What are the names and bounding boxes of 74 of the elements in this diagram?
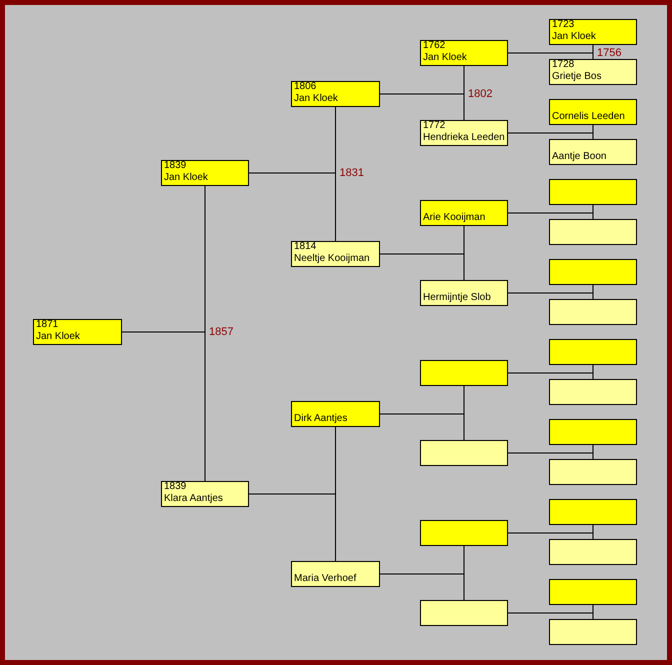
person-box (549, 499, 637, 525)
person-box (549, 459, 637, 485)
person-box (549, 59, 637, 85)
person-name: Grietje Bos (552, 71, 602, 83)
person-year: 1814 (294, 242, 318, 253)
connector-line (380, 414, 464, 440)
connector-line (248, 172, 336, 242)
person-year: 1772 (423, 121, 446, 132)
person-box (420, 40, 508, 66)
person-box (549, 619, 637, 645)
person-box (549, 259, 637, 285)
person-year: 1762 (423, 41, 446, 52)
person-box (291, 401, 380, 427)
person-box (291, 561, 380, 587)
person-box (549, 19, 637, 45)
person-box (549, 339, 637, 365)
person-year: 1839 (164, 482, 188, 493)
person-name: Jan Kloek (36, 331, 81, 343)
person-box (420, 600, 508, 626)
connector-line (508, 532, 594, 540)
connector-line (508, 292, 594, 300)
person-year: 1806 (294, 82, 318, 93)
person-box (549, 139, 637, 165)
connector-line (248, 494, 336, 562)
person-name: Arie Kooijman (423, 212, 486, 224)
person-box (549, 579, 637, 605)
person-box (161, 481, 249, 507)
person-name: Jan Kloek (294, 93, 339, 105)
person-box (420, 120, 508, 146)
person-box (420, 360, 508, 386)
person-name: Aantje Boon (552, 151, 608, 163)
connector-line (508, 612, 594, 620)
connector-line (508, 132, 594, 140)
edge-label: 1756 (596, 47, 622, 59)
edge-label: 1802 (467, 88, 494, 100)
person-box (420, 440, 508, 466)
person-box (549, 419, 637, 445)
person-name: Klara Aantjes (164, 493, 224, 505)
person-box (161, 160, 249, 186)
person-box (549, 539, 637, 565)
person-name: Jan Kloek (164, 172, 209, 184)
person-name: Maria Verhoef (294, 573, 358, 585)
person-box (549, 179, 637, 205)
person-name: Dirk Aantjes (294, 413, 348, 425)
connector-line (508, 372, 594, 380)
person-year: 1728 (552, 60, 576, 71)
connector-line (380, 574, 464, 600)
person-year: 1723 (552, 20, 576, 31)
connector-line (508, 212, 594, 220)
connector-line (122, 332, 206, 482)
person-name: Jan Kloek (423, 52, 468, 64)
connector-line (508, 52, 594, 60)
person-name: Hermijntje Slob (423, 292, 492, 304)
person-box (420, 200, 508, 226)
person-year: 1839 (164, 161, 188, 172)
person-box (420, 520, 508, 546)
person-box (549, 379, 637, 405)
person-name: Neeltje Kooijman (294, 253, 371, 265)
person-box (420, 280, 508, 306)
connector-line (380, 94, 464, 120)
person-box (549, 219, 637, 245)
person-name: Cornelis Leeden (552, 111, 626, 123)
person-year: 1871 (36, 320, 60, 331)
person-box (33, 319, 122, 345)
person-box (291, 81, 380, 107)
connector-line (508, 452, 594, 460)
person-box (549, 99, 637, 125)
connector-line (380, 254, 464, 280)
person-box (549, 299, 637, 325)
edge-label: 1831 (338, 167, 365, 179)
person-box (291, 241, 380, 267)
edge-label: 1857 (208, 326, 234, 338)
person-name: Jan Kloek (552, 31, 597, 43)
person-name: Hendrieka Leeden (423, 132, 505, 144)
